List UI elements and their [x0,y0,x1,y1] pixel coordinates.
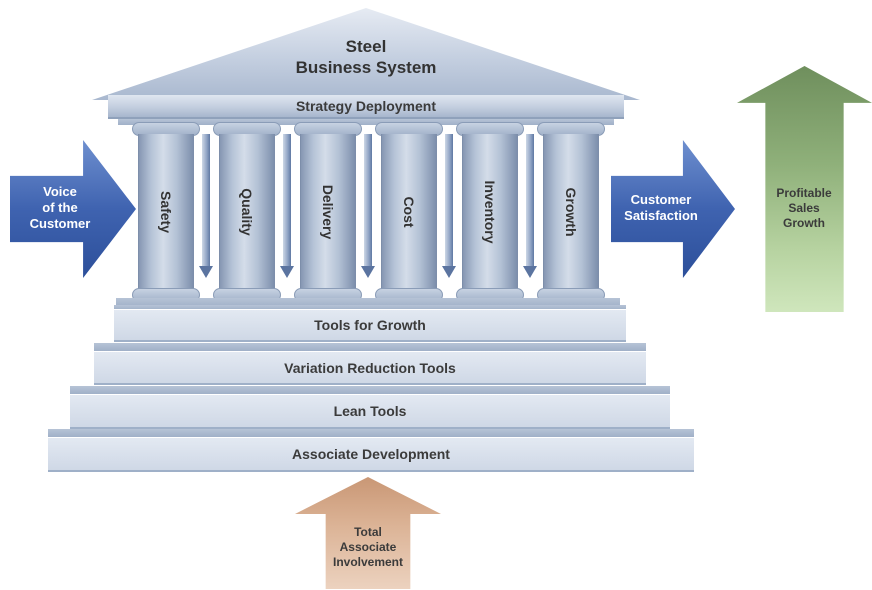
satisfaction-line-1: Customer [630,192,692,207]
satisfaction-line-2: Satisfaction [624,208,698,223]
pillar-shaft: Quality [219,134,275,290]
variation-reduction-step: Variation Reduction Tools [94,351,646,385]
variation-reduction-label: Variation Reduction Tools [284,359,456,376]
associate-involvement-text: Total Associate Involvement [326,520,410,574]
pillar-delivery: Delivery [294,122,362,302]
roof-title-line-2: Business System [295,58,437,77]
pillar-label-cost: Cost [401,196,417,228]
strategy-deployment-band: Strategy Deployment [108,95,624,119]
down-arrow-icon [280,134,294,278]
pillar-quality: Quality [213,122,281,302]
architrave-ledge [118,119,614,125]
step-ledge [70,386,670,394]
involvement-line-1: Total [354,524,382,539]
lean-tools-label: Lean Tools [333,403,407,419]
pillar-label-delivery: Delivery [320,184,336,240]
step-ledge [114,305,626,310]
growth-line-2: Sales [788,200,820,215]
profitable-growth-text: Profitable Sales Growth [766,178,842,238]
customer-satisfaction-text: Customer Satisfaction [611,186,711,230]
roof-title: Steel Business System [250,32,482,82]
pillar-cost: Cost [375,122,443,302]
step-ledge [48,429,694,437]
voice-line-2: of the [42,200,78,215]
pillar-label-quality: Quality [239,188,255,236]
pillar-shaft: Inventory [462,134,518,290]
down-arrow-icon [199,134,213,278]
pillar-label-safety: Safety [158,190,174,234]
associate-development-step: Associate Development [48,437,694,472]
pillar-label-inventory: Inventory [482,180,498,244]
voice-line-3: Customer [29,216,91,231]
pillar-shaft: Cost [381,134,437,290]
pillar-label-growth: Growth [563,187,579,237]
associate-development-label: Associate Development [292,446,450,462]
down-arrow-icon [523,134,537,278]
involvement-line-2: Associate [339,539,397,554]
down-arrow-icon [442,134,456,278]
stylobate-ledge [116,298,620,307]
growth-line-1: Profitable [776,185,832,200]
pillar-safety: Safety [132,122,200,302]
down-arrow-icon [361,134,375,278]
roof-title-line-1: Steel [345,37,387,56]
lean-tools-step: Lean Tools [70,394,670,429]
pillar-growth: Growth [537,122,605,302]
voice-line-1: Voice [43,184,77,199]
growth-line-3: Growth [783,215,825,230]
involvement-line-3: Involvement [332,554,404,569]
tools-for-growth-label: Tools for Growth [314,317,426,333]
voice-of-customer-text: Voice of the Customer [10,176,110,240]
pillar-shaft: Delivery [300,134,356,290]
pillar-shaft: Growth [543,134,599,290]
pillar-shaft: Safety [138,134,194,290]
tools-for-growth-step: Tools for Growth [114,309,626,342]
pillar-inventory: Inventory [456,122,524,302]
strategy-deployment-label: Strategy Deployment [295,98,437,114]
step-ledge [94,343,646,351]
